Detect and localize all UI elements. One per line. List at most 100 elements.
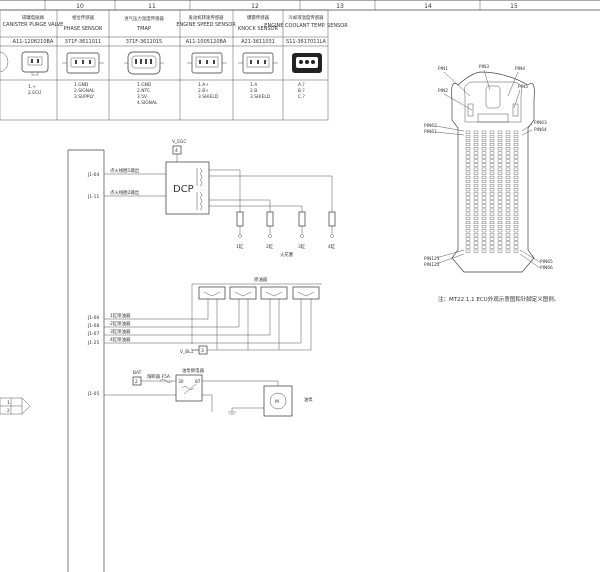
ecu-pin-socket bbox=[465, 184, 471, 188]
ecu-pin-label: PIN3 bbox=[479, 64, 489, 70]
component-name-cn: 碳罐电磁阀 bbox=[22, 14, 44, 21]
ecu-pin-socket bbox=[497, 151, 503, 155]
ecu-pin-socket bbox=[465, 220, 471, 224]
ecu-pin-label: PIN61 bbox=[424, 129, 437, 135]
ecu-pin-socket bbox=[465, 163, 471, 167]
ecu-pin-socket bbox=[513, 130, 519, 134]
ecu-pin-socket bbox=[497, 134, 503, 138]
ecu-pin-socket bbox=[497, 245, 503, 249]
ecu-pin-socket bbox=[513, 225, 519, 229]
ecu-pin-socket bbox=[497, 216, 503, 220]
ecu-pin-socket bbox=[465, 192, 471, 196]
ecu-pin-socket bbox=[505, 229, 511, 233]
dcp-input-label: 点火线圈1输出 bbox=[110, 167, 139, 174]
ecu-pin-socket bbox=[513, 249, 519, 253]
ecu-pin-socket bbox=[505, 167, 511, 171]
ecu-pin-socket bbox=[473, 138, 479, 142]
ground-icon bbox=[228, 408, 236, 415]
ecu-pin-callouts bbox=[435, 69, 541, 269]
pin-j1-07: J1-07 bbox=[87, 331, 99, 337]
ecu-pin-socket bbox=[481, 159, 487, 163]
cylinder-label: 3缸 bbox=[298, 243, 306, 250]
ecu-pin-socket bbox=[497, 143, 503, 147]
ecu-pin-socket bbox=[513, 188, 519, 192]
ecu-pin-socket bbox=[473, 134, 479, 138]
ecu-pin-socket bbox=[473, 171, 479, 175]
ecu-pin-socket bbox=[489, 151, 495, 155]
ecu-pin-socket bbox=[513, 138, 519, 142]
ecu-pin-socket bbox=[481, 212, 487, 216]
ecu-pin-socket bbox=[473, 208, 479, 212]
ecu-pin-socket bbox=[481, 245, 487, 249]
ecu-pin-socket bbox=[497, 130, 503, 134]
ecu-pin-socket bbox=[513, 196, 519, 200]
ecu-pin-socket bbox=[497, 175, 503, 179]
injector-icon bbox=[292, 286, 320, 300]
fuel-pump-label: 油泵 bbox=[304, 396, 313, 403]
pin-label: 3.SUPPLY bbox=[74, 94, 94, 100]
ecu-pin-socket bbox=[489, 147, 495, 151]
component-part-number: 371F-3611015 bbox=[126, 39, 163, 45]
spark-plug-label: 火花塞 bbox=[280, 251, 294, 258]
ecu-pin-socket bbox=[505, 249, 511, 253]
ecu-pin-socket bbox=[505, 188, 511, 192]
column-label-12: 12 bbox=[251, 3, 259, 10]
ecu-pin-socket bbox=[465, 147, 471, 151]
ecu-pin-socket bbox=[489, 216, 495, 220]
ecu-pin-socket bbox=[473, 216, 479, 220]
ecu-pin-socket bbox=[473, 188, 479, 192]
pin-j1-05: J1-05 bbox=[87, 391, 99, 397]
ecu-pin-socket bbox=[481, 188, 487, 192]
connector-icon bbox=[292, 53, 322, 73]
pin-label: 1.A+ bbox=[198, 82, 209, 88]
ecu-pin-socket bbox=[505, 179, 511, 183]
ecu-pin-socket bbox=[513, 167, 519, 171]
ecu-pin-socket bbox=[465, 241, 471, 245]
ecu-pin-label: PIN63 bbox=[534, 120, 547, 126]
ecu-pin-socket bbox=[497, 155, 503, 159]
relay-label: 油泵继电器 bbox=[182, 367, 205, 374]
ecu-pin-socket bbox=[489, 138, 495, 142]
ecu-pin-label: PIN121 bbox=[424, 256, 440, 262]
ecu-pin-socket bbox=[465, 212, 471, 216]
ecu-pin-socket bbox=[481, 138, 487, 142]
ecu-pin-socket bbox=[513, 229, 519, 233]
ecu-pin-socket bbox=[497, 167, 503, 171]
ecu-pin-socket bbox=[481, 204, 487, 208]
ecu-pin-socket bbox=[513, 134, 519, 138]
pin-label: 1.GND bbox=[137, 82, 152, 88]
ecu-pin-socket bbox=[489, 134, 495, 138]
ecu-pin-socket bbox=[497, 241, 503, 245]
ecu-pin-socket bbox=[473, 130, 479, 134]
ecu-pin-socket bbox=[481, 147, 487, 151]
injector-icon bbox=[229, 286, 257, 300]
injector-label: 4缸喷油器 bbox=[110, 336, 131, 343]
ecu-pin-socket bbox=[465, 171, 471, 175]
ecu-pin-socket bbox=[489, 249, 495, 253]
pin-label: 2.B+ bbox=[198, 88, 209, 94]
ecu-pin-socket bbox=[513, 192, 519, 196]
ecu-pin-socket bbox=[473, 233, 479, 237]
ecu-pin-socket bbox=[481, 192, 487, 196]
ecu-pin-socket bbox=[465, 138, 471, 142]
ecu-pin-socket bbox=[497, 249, 503, 253]
ecu-pin-socket bbox=[489, 237, 495, 241]
ecu-pin-socket bbox=[489, 143, 495, 147]
ecu-pin-socket bbox=[505, 151, 511, 155]
ecu-pin-label: PIN4 bbox=[515, 66, 525, 72]
ecu-pin-socket bbox=[465, 233, 471, 237]
pin-label: 3.SHIELD bbox=[250, 94, 271, 100]
ecu-pin-socket bbox=[505, 204, 511, 208]
ecu-pin-socket bbox=[473, 155, 479, 159]
cylinder-label: 2缸 bbox=[266, 243, 274, 250]
injector-label: 3缸喷油器 bbox=[110, 328, 131, 335]
injector-label: 2缸喷油器 bbox=[110, 320, 131, 327]
component-name-cn: 发动机转速传感器 bbox=[188, 14, 224, 21]
ecu-pin-socket bbox=[505, 171, 511, 175]
ecu-pin-socket bbox=[481, 155, 487, 159]
component-part-number: 371F-3611011 bbox=[65, 39, 102, 45]
component-part-number: A11-1208210BA bbox=[13, 39, 54, 45]
ecu-pin-socket bbox=[497, 229, 503, 233]
